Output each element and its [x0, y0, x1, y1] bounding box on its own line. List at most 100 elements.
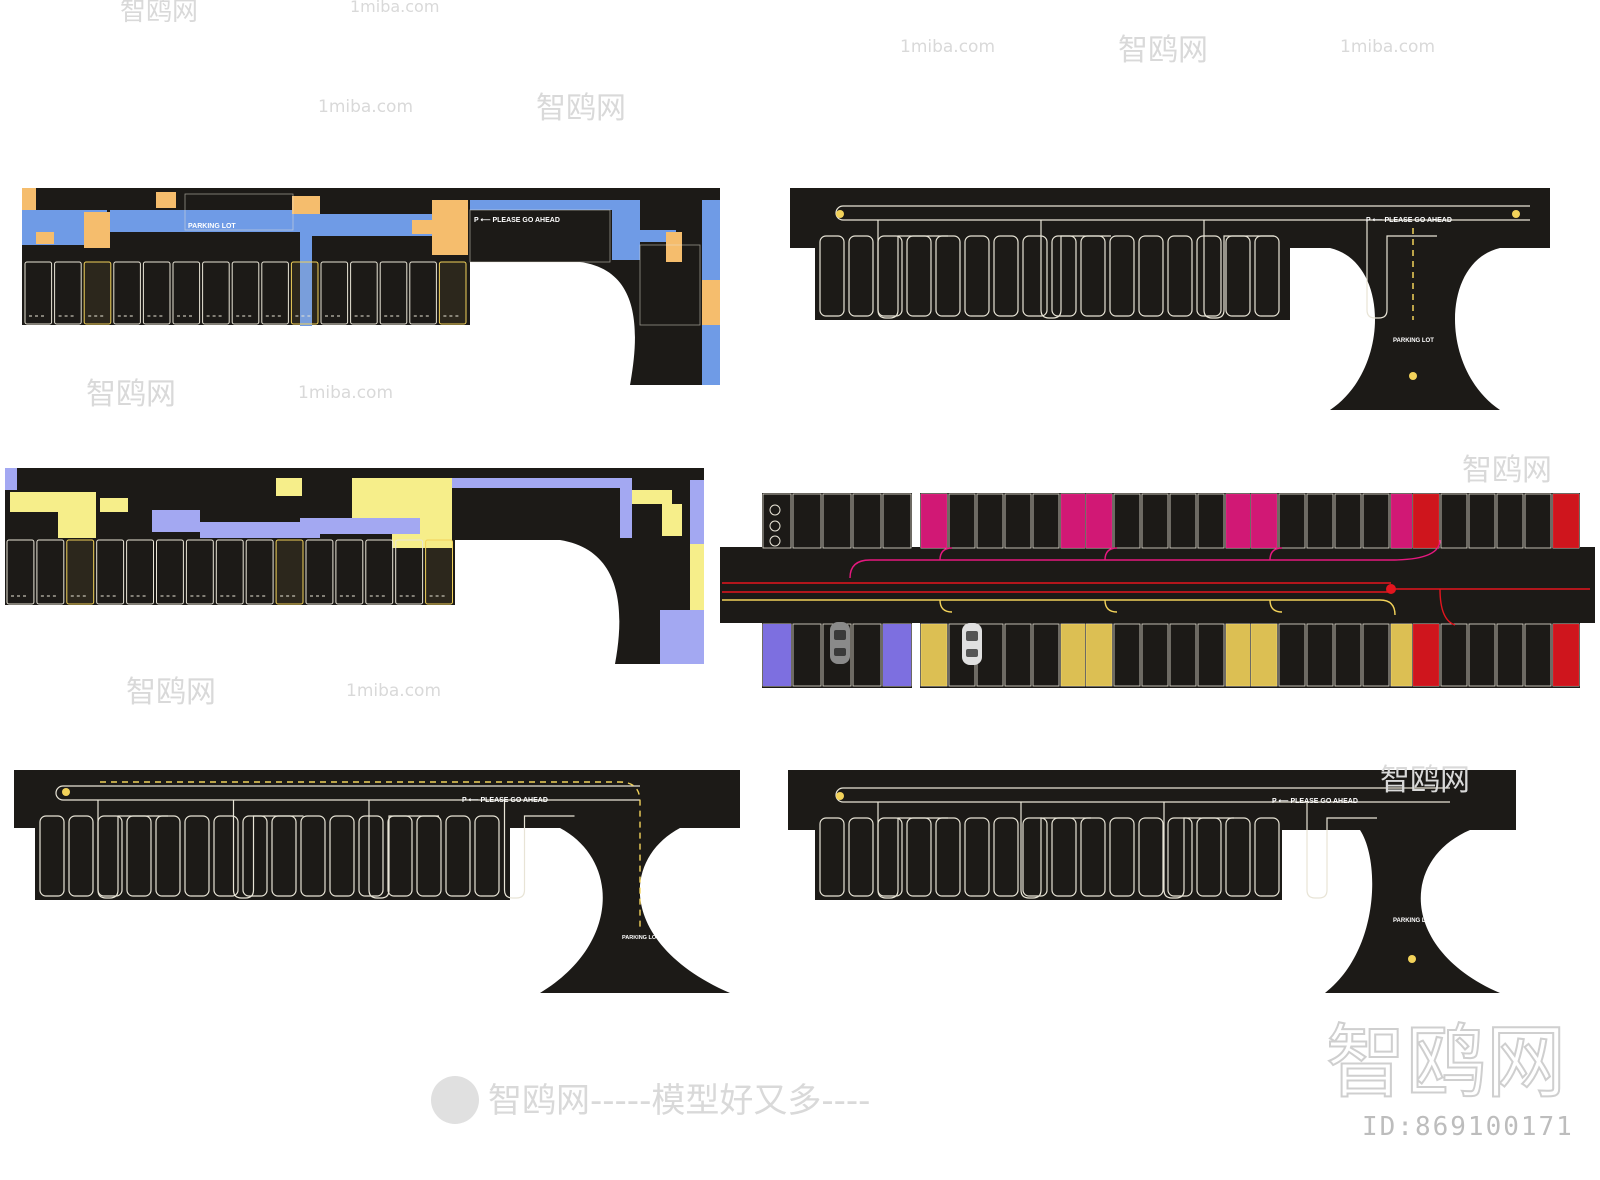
watermark-brand: 智鸥网	[120, 0, 198, 27]
parking-stall	[1167, 235, 1193, 317]
drive-aisle	[97, 800, 168, 899]
parking-stall	[1306, 623, 1334, 687]
parking-stall	[993, 817, 1019, 897]
plan2-direction-sign: P ⟵ PLEASE GO AHEAD	[1366, 217, 1452, 224]
parking-stall	[1197, 493, 1225, 549]
parking-stall	[848, 235, 874, 317]
zone-block	[920, 493, 1088, 549]
watermark-slogan: 智鸥网-----模型好又多----	[488, 1081, 870, 1121]
accent-stall	[1251, 494, 1277, 548]
zone-block	[920, 623, 1088, 688]
parking-stall	[976, 493, 1004, 549]
parking-stall	[213, 815, 239, 897]
parking-stall	[1169, 623, 1197, 687]
parking-stall	[1254, 817, 1280, 897]
parking-stall	[66, 539, 95, 605]
parking-stall	[1113, 623, 1141, 687]
parking-stall	[126, 539, 154, 605]
watermarks: 1miba.com 1miba.com 1miba.com 1miba.com …	[86, 0, 1572, 1142]
parking-stall	[1169, 493, 1197, 549]
route-branch	[939, 599, 953, 613]
parking-stall	[1468, 493, 1496, 549]
watermark-site: 1miba.com	[900, 37, 995, 57]
accent-stall	[1226, 494, 1252, 548]
zone-block	[1085, 623, 1253, 688]
parking-stall	[185, 539, 214, 605]
parking-stall	[882, 493, 912, 549]
parking-stall	[1524, 493, 1552, 549]
watermark-site: 1miba.com	[1340, 37, 1435, 57]
parking-stall	[215, 539, 244, 605]
parking-stall	[792, 493, 822, 549]
parking-stall	[54, 261, 82, 325]
parking-stall	[1141, 493, 1169, 549]
parking-stall	[329, 815, 355, 897]
parking-stall	[1496, 623, 1524, 687]
parking-stall	[819, 235, 845, 317]
parking-stall	[852, 493, 882, 549]
plan6-parking-label: PARKING LOT	[1393, 918, 1434, 924]
parking-stall	[1138, 817, 1164, 897]
plan-loop-right-bottom: P ⟵ PLEASE GO AHEAD PARKING LOT	[788, 770, 1516, 993]
lane-line	[835, 787, 844, 803]
zone-block	[1085, 493, 1253, 549]
zone-block	[1250, 493, 1418, 549]
parking-stall	[350, 261, 378, 325]
plan-color-zones	[720, 493, 1595, 688]
parking-stall	[96, 539, 125, 605]
parking-stall	[1032, 623, 1060, 687]
accent-stall	[763, 624, 791, 686]
parking-stall	[113, 261, 141, 325]
plan-loop-left-bottom: P ⟵ PLEASE GO AHEAD PARKING LOT	[14, 770, 740, 993]
parking-stall	[142, 261, 171, 325]
watermark-site: 1miba.com	[350, 0, 439, 16]
parking-stall	[379, 261, 408, 325]
watermark-big-brand: 智鸥网	[1326, 1016, 1566, 1109]
parking-stall	[993, 235, 1019, 317]
parking-stall	[1113, 493, 1141, 549]
car-icon	[830, 622, 850, 664]
drive-aisle	[232, 800, 304, 899]
parking-stall	[1278, 623, 1306, 687]
parking-stall	[438, 261, 467, 325]
parking-stall	[1468, 623, 1496, 687]
parking-stall	[1167, 817, 1193, 897]
parking-stall	[68, 815, 94, 897]
accent-stall	[1553, 624, 1579, 686]
drive-aisle	[1203, 220, 1274, 319]
parking-stall	[245, 539, 274, 605]
parking-stall	[1496, 493, 1524, 549]
watermark-brand: 智鸥网	[1462, 453, 1552, 488]
plan6-direction-sign: P ⟵ PLEASE GO AHEAD	[1272, 798, 1358, 805]
parking-stall	[1334, 623, 1362, 687]
parking-stall	[202, 261, 230, 325]
parking-stall	[365, 539, 394, 605]
plan5-direction-sign: P ⟵ PLEASE GO AHEAD	[462, 797, 548, 804]
accent-stall	[1413, 624, 1439, 686]
parking-stall	[305, 539, 334, 605]
parking-stall	[822, 493, 852, 549]
parking-stall	[261, 261, 289, 325]
plan-loop-right-top: P ⟵ PLEASE GO AHEAD PARKING LOT	[790, 188, 1550, 410]
plan-orange-blue: PARKING LOT P ⟵ PLEASE GO AHEAD	[22, 188, 720, 385]
watermark-site: 1miba.com	[346, 681, 441, 701]
parking-stall	[184, 815, 210, 897]
car-icon	[962, 623, 982, 665]
parking-stall	[474, 815, 500, 897]
lane-line	[55, 785, 64, 801]
watermark-brand: 智鸥网	[1380, 763, 1470, 798]
parking-stall	[1306, 493, 1334, 549]
drive-aisle	[1040, 220, 1111, 319]
parking-stall	[6, 539, 35, 605]
parking-stall	[1080, 817, 1106, 897]
route-line	[849, 539, 1441, 579]
drive-aisle	[1020, 802, 1091, 899]
route-branch	[939, 547, 953, 561]
parking-stall	[156, 539, 184, 605]
parking-stall	[172, 261, 201, 325]
drive-aisle	[503, 800, 575, 899]
parking-stall	[409, 261, 437, 325]
accent-stall	[1086, 624, 1112, 686]
